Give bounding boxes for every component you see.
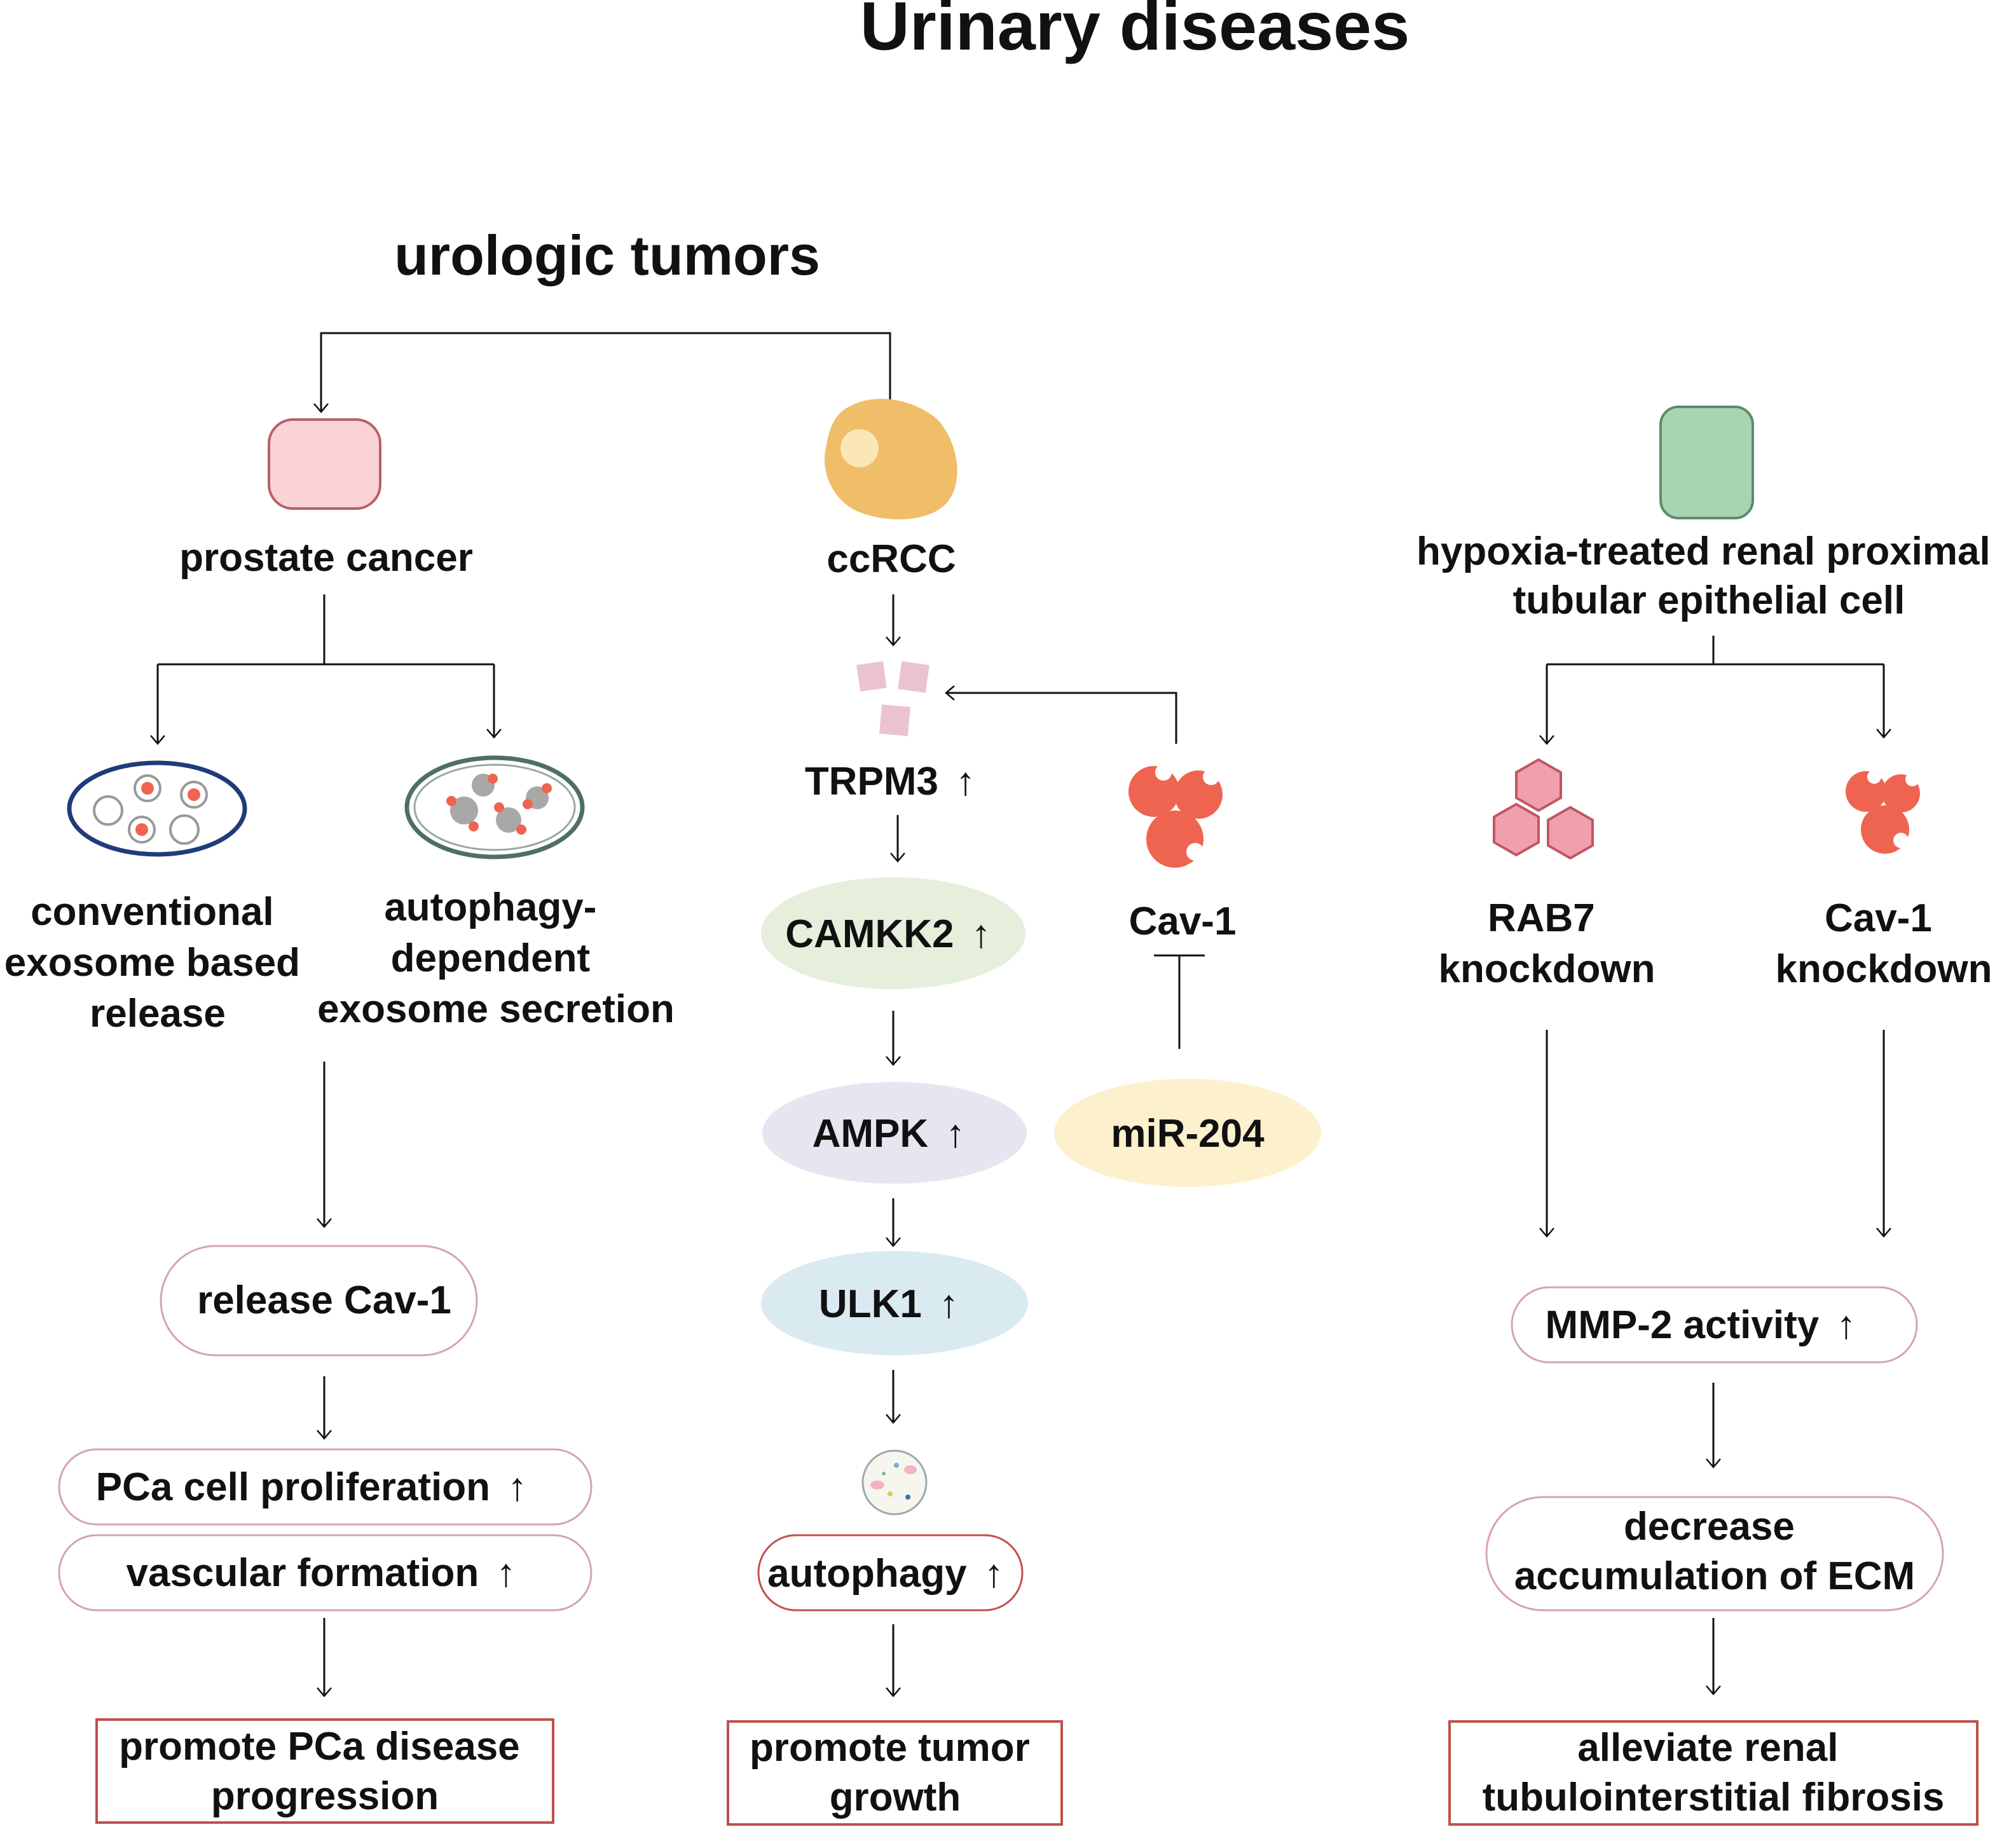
ecm-decrease-line2: accumulation of ECM bbox=[1514, 1554, 1915, 1598]
autophagy-box bbox=[757, 1534, 1024, 1611]
fibrosis-outcome-line2: tubulointerstitial fibrosis bbox=[1483, 1776, 1945, 1819]
pca-proliferation-label: PCa cell proliferation bbox=[96, 1465, 490, 1509]
page-title: Urinary diseases bbox=[860, 0, 1410, 64]
camkk2-label: CAMKK2 bbox=[785, 912, 954, 956]
ecm-decrease-line1: decrease bbox=[1624, 1505, 1795, 1549]
mmp2-activity-label: MMP-2 activity bbox=[1546, 1303, 1820, 1347]
conventional-exosome-label-line2: exosome based bbox=[4, 941, 300, 985]
rab7-knockdown-line2: knockdown bbox=[1438, 947, 1655, 991]
ccrcc-label: ccRCC bbox=[826, 537, 956, 581]
cav1-knockdown-line1: Cav-1 bbox=[1825, 896, 1932, 940]
up-arrow-icon: ↑ bbox=[496, 1551, 516, 1595]
autophagy-exosome-icon bbox=[404, 755, 585, 859]
up-arrow-icon: ↑ bbox=[956, 760, 975, 804]
autophagy-exosome-label-line2: dependent bbox=[391, 936, 590, 980]
release-cav1-box bbox=[160, 1245, 478, 1357]
renal-branch-connector bbox=[1539, 636, 1891, 745]
prostate-cancer-cell-icon bbox=[268, 418, 381, 510]
svg-text:autophagy ↑: autophagy ↑ bbox=[767, 1552, 1004, 1596]
renal-tubular-cell-icon bbox=[1659, 406, 1754, 519]
up-arrow-icon: ↑ bbox=[984, 1552, 1004, 1596]
fibrosis-outcome-box bbox=[1448, 1720, 1978, 1826]
mir204-label: miR-204 bbox=[1111, 1112, 1265, 1156]
svg-text:TRPM3 ↑: TRPM3 ↑ bbox=[805, 760, 975, 804]
pca-outcome-line1: promote PCa disease bbox=[119, 1725, 520, 1769]
svg-text:MMP-2 activity ↑: MMP-2 activity ↑ bbox=[1546, 1303, 1856, 1347]
ulk1-node bbox=[761, 1251, 1028, 1355]
ampk-label: AMPK bbox=[813, 1112, 929, 1156]
svg-text:vascular formation ↑: vascular formation ↑ bbox=[127, 1551, 516, 1595]
conventional-exosome-label-line3: release bbox=[90, 992, 226, 1036]
svg-text:promote PCa disease progre: promote PCa disease progression bbox=[119, 1725, 531, 1818]
prostate-branch-connector bbox=[150, 594, 502, 745]
ccrcc-cell-icon bbox=[825, 399, 957, 519]
camkk2-node bbox=[761, 877, 1025, 989]
inhibition-mir204-cav1 bbox=[1154, 954, 1205, 1049]
trpm3-channel-icon bbox=[856, 661, 929, 736]
tumor-growth-outcome-line1: promote tumor bbox=[750, 1726, 1030, 1770]
ampk-node bbox=[762, 1082, 1027, 1184]
tumor-growth-outcome-line2: growth bbox=[830, 1776, 961, 1819]
svg-text:Cav-1 knockdown: Cav-1 knockdown bbox=[1775, 896, 1992, 991]
vascular-formation-label: vascular formation bbox=[127, 1551, 479, 1595]
ecm-decrease-box bbox=[1485, 1496, 1944, 1611]
urologic-tumors-bracket bbox=[313, 332, 898, 413]
svg-text:CAMKK2 ↑: CAMKK2 ↑ bbox=[785, 912, 991, 956]
svg-text:ULK1 ↑: ULK1 ↑ bbox=[819, 1282, 959, 1326]
pca-outcome-box bbox=[95, 1718, 554, 1824]
svg-text:hypoxia-treated renal proximal: hypoxia-treated renal proximal tubular e… bbox=[1416, 530, 2001, 622]
svg-text:AMPK ↑: AMPK ↑ bbox=[813, 1112, 966, 1156]
svg-text:decrease accumulation of E: decrease accumulation of ECM bbox=[1514, 1505, 1915, 1598]
renal-cell-label-line1: hypoxia-treated renal proximal bbox=[1416, 530, 1991, 573]
pca-proliferation-box bbox=[58, 1448, 593, 1526]
svg-text:autophagy- dependent e: autophagy- dependent exosome secretion bbox=[317, 886, 675, 1031]
trpm3-label: TRPM3 bbox=[805, 760, 938, 804]
autophagosome-icon bbox=[861, 1449, 928, 1516]
cav1-knockdown-protein-icon bbox=[1846, 770, 1920, 854]
cav1-knockdown-line2: knockdown bbox=[1775, 947, 1992, 991]
fibrosis-outcome-line1: alleviate renal bbox=[1577, 1726, 1838, 1770]
section-title-urologic-tumors: urologic tumors bbox=[394, 224, 820, 287]
autophagy-exosome-label-line1: autophagy- bbox=[384, 886, 596, 929]
mir204-node bbox=[1054, 1079, 1321, 1187]
svg-text:PCa cell proliferation ↑: PCa cell proliferation ↑ bbox=[96, 1465, 527, 1509]
vascular-formation-box bbox=[58, 1534, 593, 1611]
cav1-protein-icon bbox=[1128, 764, 1223, 868]
svg-text:promote tumor growth: promote tumor growth bbox=[750, 1726, 1041, 1819]
tumor-growth-outcome-box bbox=[727, 1720, 1063, 1826]
mmp2-activity-box bbox=[1511, 1286, 1918, 1364]
rab7-protein-icon bbox=[1493, 758, 1594, 860]
conventional-exosome-icon bbox=[67, 760, 247, 857]
up-arrow-icon: ↑ bbox=[939, 1282, 959, 1326]
release-cav1-label: release Cav-1 bbox=[197, 1278, 451, 1322]
up-arrow-icon: ↑ bbox=[507, 1465, 527, 1509]
autophagy-label: autophagy bbox=[767, 1552, 967, 1596]
svg-text:alleviate renal tubulointe: alleviate renal tubulointerstitial fibro… bbox=[1483, 1726, 1945, 1819]
arrow-cav1-to-trpm3 bbox=[945, 685, 1177, 744]
svg-text:conventional exosome based: conventional exosome based release bbox=[4, 890, 311, 1036]
renal-cell-label-line2: tubular epithelial cell bbox=[1513, 578, 1905, 622]
up-arrow-icon: ↑ bbox=[971, 912, 991, 956]
ulk1-label: ULK1 bbox=[819, 1282, 922, 1326]
rab7-knockdown-line1: RAB7 bbox=[1488, 896, 1595, 940]
pca-outcome-line2: progression bbox=[211, 1774, 439, 1818]
svg-text:RAB7 knockdown: RAB7 knockdown bbox=[1438, 896, 1655, 991]
cav1-label: Cav-1 bbox=[1129, 900, 1237, 943]
conventional-exosome-label-line1: conventional bbox=[31, 890, 273, 934]
prostate-cancer-label: prostate cancer bbox=[179, 536, 473, 580]
up-arrow-icon: ↑ bbox=[945, 1112, 965, 1156]
autophagy-exosome-label-line3: exosome secretion bbox=[317, 987, 675, 1031]
up-arrow-icon: ↑ bbox=[1836, 1303, 1856, 1347]
